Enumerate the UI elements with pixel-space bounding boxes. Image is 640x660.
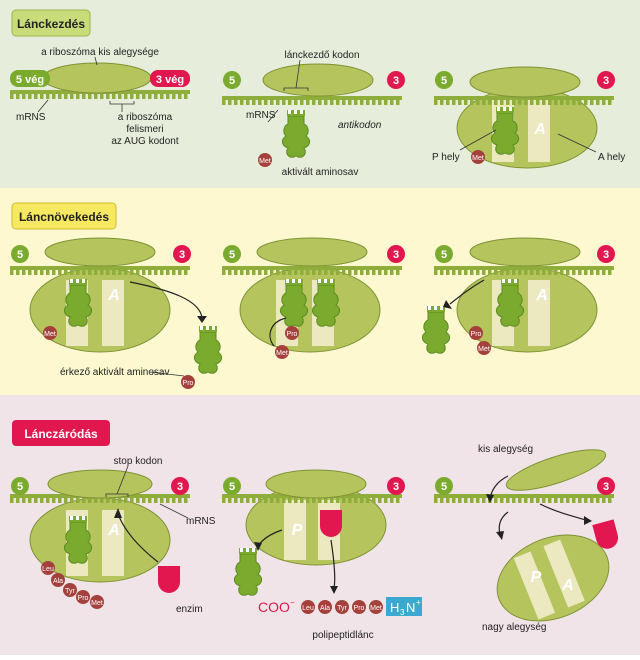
panel-elongation-2: 5 3 Pro Met xyxy=(222,237,405,359)
stop-codon-label: stop kodon xyxy=(114,456,163,467)
site-a-letter: A xyxy=(533,121,546,138)
amino-met-text-5: Met xyxy=(276,350,288,357)
title-initiation-text: Lánckezdés xyxy=(17,17,85,31)
site-a-letter-6: A xyxy=(535,287,548,304)
site-p-letter-8: P xyxy=(292,522,303,539)
polypeptide-chain: COO − Leu Ala Tyr Pro Met H 3 N + xyxy=(258,597,422,617)
start-codon-label: lánckezdő kodon xyxy=(284,50,359,61)
panel-termination-3: 5 3 kis alegység P A nagy alegység xyxy=(434,444,619,633)
small-subunit-label: a riboszóma kis alegysége xyxy=(41,47,159,58)
end5-badge-8: 5 xyxy=(229,481,235,493)
title-termination-text: Lánczáródás xyxy=(24,427,98,441)
site-a-letter-7: A xyxy=(107,522,120,539)
site-p-letter-9: P xyxy=(531,569,542,586)
title-elongation-text: Láncnövekedés xyxy=(19,210,109,224)
end5-badge: 5 xyxy=(229,75,235,87)
chain-ala-text: Ala xyxy=(320,605,330,612)
arriving-aa-label: érkező aktivált aminosav xyxy=(60,367,170,378)
enzyme-shape xyxy=(158,566,180,593)
panel-elongation-3: 5 3 A Pro Met xyxy=(421,237,615,355)
p-site-label: P hely xyxy=(432,152,460,163)
cooh-label: COO xyxy=(258,599,290,615)
site-a-letter-9: A xyxy=(561,577,574,594)
amino-pro-text-4: Pro xyxy=(183,380,194,387)
small-subunit xyxy=(42,62,152,94)
amino-tyr-text-7: Tyr xyxy=(65,588,75,595)
aug-line1: a riboszóma xyxy=(118,112,173,123)
end3-badge-4: 3 xyxy=(179,249,185,261)
nh3-subscript: 3 xyxy=(400,608,405,617)
mrna-label-7: mRNS xyxy=(186,516,216,527)
large-sub-label: nagy alegység xyxy=(482,622,547,633)
section-title-elongation: Láncnövekedés xyxy=(11,202,117,230)
panel-initiation-1: 5 vég 3 vég a riboszóma kis alegysége mR… xyxy=(10,47,190,147)
end5-label: 5 vég xyxy=(16,74,44,86)
amino-leu-text-7: Leu xyxy=(42,566,54,573)
small-subunit-2 xyxy=(262,63,374,97)
amino-met-text-6: Met xyxy=(478,346,490,353)
chain-met-text: Met xyxy=(370,605,382,612)
end5-badge-4: 5 xyxy=(17,249,23,261)
end3-badge-8: 3 xyxy=(393,481,399,493)
a-site-label: A hely xyxy=(598,152,625,163)
amino-pro-text-5: Pro xyxy=(287,331,298,338)
amino-pro-text-7: Pro xyxy=(78,595,89,602)
section-title-initiation: Lánckezdés xyxy=(11,9,91,37)
end5-badge-6: 5 xyxy=(441,249,447,261)
aug-line3: az AUG kodont xyxy=(111,136,178,147)
amino-met-text-3: Met xyxy=(472,155,484,162)
polypeptide-label: polipeptidlánc xyxy=(312,630,373,641)
nh3-charge: + xyxy=(416,598,421,607)
end3-badge-7: 3 xyxy=(177,481,183,493)
panel-termination-2: 5 3 P COO − Leu Ala Tyr Pro Met H 3 N + xyxy=(222,469,422,641)
end3-badge-6: 3 xyxy=(603,249,609,261)
amino-met-text-7: Met xyxy=(91,600,103,607)
end3-label: 3 vég xyxy=(156,74,184,86)
site-a-letter-4: A xyxy=(107,287,120,304)
chain-leu-text: Leu xyxy=(302,605,314,612)
end5-badge-5: 5 xyxy=(229,249,235,261)
section-title-termination: Lánczáródás xyxy=(12,420,110,446)
released-small-subunit xyxy=(505,449,607,491)
amino-met-text-4: Met xyxy=(44,331,56,338)
chain-pro-text: Pro xyxy=(354,605,365,612)
amino-met xyxy=(258,153,272,167)
end5-badge-7: 5 xyxy=(17,481,23,493)
nh3-label: H xyxy=(390,600,399,615)
amino-met-3 xyxy=(471,150,485,164)
activated-aa-label: aktivált aminosav xyxy=(282,167,359,178)
mrna-label: mRNS xyxy=(16,112,46,123)
released-large-subunit xyxy=(496,534,610,622)
end3-badge-5: 3 xyxy=(393,249,399,261)
small-subunit-3 xyxy=(469,66,581,98)
amino-ala-text-7: Ala xyxy=(53,578,63,585)
panel-initiation-3: 5 3 Met A P hely A hely xyxy=(432,66,625,169)
mrna-label-2: mRNS xyxy=(246,110,276,121)
anticodon-label: antikodon xyxy=(338,120,382,131)
panel-initiation-2: 5 3 lánckezdő kodon Met mRNS antikodon a… xyxy=(222,50,405,178)
aug-line2: felismeri xyxy=(126,124,163,135)
end5-badge-9: 5 xyxy=(441,481,447,493)
enzyme-label: enzim xyxy=(176,604,203,615)
chain-tyr-text: Tyr xyxy=(337,605,347,612)
panel-elongation-1: 5 3 Met A Pro érkező aktivált aminosav xyxy=(10,237,223,389)
panel-termination-1: 5 3 stop kodon mRNS A Leu Ala Tyr Pro Me… xyxy=(10,456,216,615)
small-sub-label: kis alegység xyxy=(478,444,533,455)
end5-badge-3: 5 xyxy=(441,75,447,87)
amino-pro-text-6: Pro xyxy=(471,331,482,338)
nh3-n: N xyxy=(406,600,415,615)
cooh-charge: − xyxy=(290,598,295,607)
end3-badge-3: 3 xyxy=(603,75,609,87)
end3-badge: 3 xyxy=(393,75,399,87)
amino-met-text: Met xyxy=(259,158,271,165)
end3-badge-9: 3 xyxy=(603,481,609,493)
